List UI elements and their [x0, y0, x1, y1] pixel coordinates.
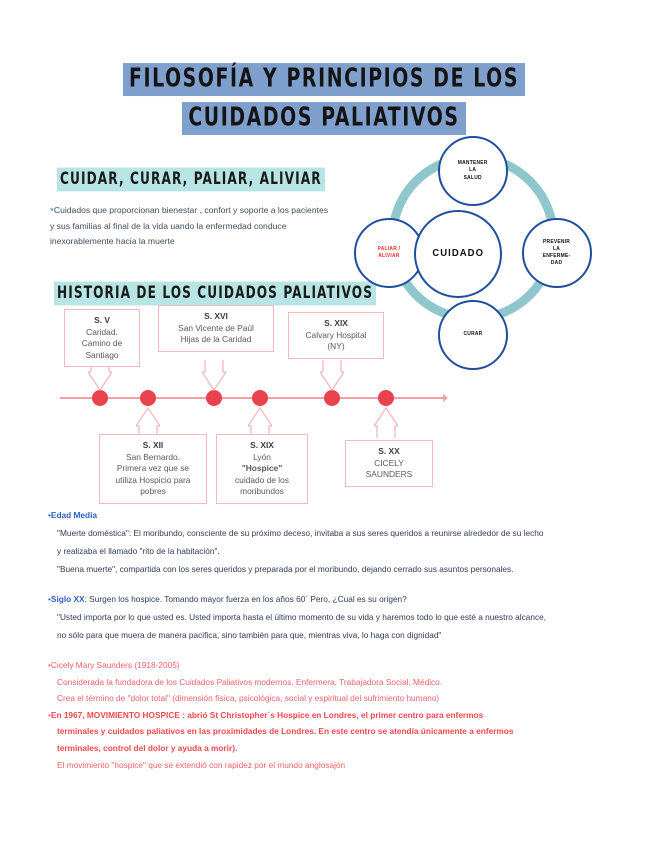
intro-paragraph: •Cuidados que proporcionan bienestar , c… — [50, 203, 330, 250]
title-line-1-text: FILOSOFÍA Y PRINCIPIOS DE LOS — [122, 63, 526, 96]
timeline-box-line: pobres — [140, 486, 166, 497]
note-heading-rest: : Surgen los hospice. Tomando mayor fuer… — [84, 594, 407, 604]
section-heading-cuidar: CUIDAR, CURAR, PALIAR, ALIVIAR — [57, 167, 325, 192]
history-timeline: S. V Caridad. Camino de Santiago S. XVI … — [0, 300, 648, 504]
note-line: no sólo para que muera de manera pacific… — [57, 630, 442, 640]
note-heading: Cicely Mary Saunders (1918-2005) — [50, 660, 180, 670]
timeline-box-line: Santiago — [85, 349, 119, 360]
timeline-connector-up — [374, 406, 398, 438]
note-heading-row: •Edad Media — [48, 506, 608, 524]
node-line: ALIVIAR — [378, 253, 400, 259]
note-footer-line: El movimiento "hospice" que se extendió … — [57, 759, 346, 770]
note-heading-row: •Cicely Mary Saunders (1918-2005) — [48, 657, 608, 674]
section-heading-historia: HISTORIA DE LOS CUIDADOS PALIATIVOS — [54, 281, 377, 306]
node-line: PALIAR / — [377, 245, 401, 252]
diagram-node-paliar-label: PALIAR / ALIVIAR — [378, 246, 401, 260]
timeline-box-header: S. XX — [378, 446, 400, 456]
timeline-dot — [140, 390, 156, 406]
intro-paragraph-text: Cuidados que proporcionan bienestar , co… — [50, 205, 329, 246]
title-line-2-text: CUIDADOS PALIATIVOS — [182, 101, 466, 134]
timeline-box-line: SAUNDERS — [365, 469, 413, 480]
diagram-node-cuidado-label: CUIDADO — [432, 248, 484, 259]
bullet-dot: • — [48, 660, 51, 670]
diagram-node-curar: CURAR — [438, 300, 508, 370]
title-line-2: CUIDADOS PALIATIVOS — [0, 101, 648, 134]
note-heading: Edad Media — [50, 510, 98, 520]
note-line: Crea el término de "dolor total" (dimens… — [57, 693, 440, 704]
timeline-box-line: utiliza Hospicio para — [115, 474, 191, 485]
node-line: LA — [469, 167, 477, 174]
note-line: "Usted importa por lo que usted es. Uste… — [57, 612, 547, 622]
note-heading: Siglo XX — [50, 594, 85, 604]
timeline-box-line: Caridad. — [86, 326, 118, 337]
timeline-box-above: S. XIX Calvary Hospital (NY) — [288, 312, 384, 359]
note-line: Considerada la fundadora de los Cuidados… — [57, 676, 443, 687]
timeline-box-line: Calvary Hospital — [305, 329, 367, 340]
note-block-cicely-saunders: •Cicely Mary Saunders (1918-2005) Consid… — [48, 657, 608, 773]
timeline-dot — [252, 390, 268, 406]
timeline-connector-down — [88, 360, 112, 392]
timeline-box-line: Primera vez que se — [116, 463, 190, 474]
timeline-dot — [206, 390, 222, 406]
timeline-box-below: S. XX CICELY SAUNDERS — [345, 440, 433, 487]
node-line: CURAR — [463, 331, 483, 338]
timeline-box-above: S. V Caridad. Camino de Santiago — [64, 309, 140, 368]
bullet-dot: • — [48, 594, 51, 604]
node-line: ENFERME- — [543, 253, 571, 259]
timeline-box-above: S. XVI San Vicente de Paúl Hijas de la C… — [158, 305, 274, 352]
diagram-node-mantener-la-salud: MANTENER LA SALUD — [438, 136, 508, 206]
timeline-box-line: San Vicente de Paúl — [178, 322, 254, 333]
diagram-node-cuidado: CUIDADO — [414, 210, 502, 298]
timeline-box-header: S. XIX — [250, 440, 274, 450]
timeline-dot — [92, 390, 108, 406]
timeline-box-line: Camino de — [81, 338, 123, 349]
timeline-connector-down — [320, 360, 344, 392]
timeline-box-line: Lyón — [253, 451, 271, 462]
title-line-1: FILOSOFÍA Y PRINCIPIOS DE LOS — [0, 63, 648, 96]
note-block-siglo-xx: •Siglo XX: Surgen los hospice. Tomando m… — [48, 590, 608, 644]
timeline-connector-down — [202, 360, 226, 392]
timeline-box-header: S. XII — [142, 440, 164, 450]
note-heading-row: •Siglo XX: Surgen los hospice. Tomando m… — [48, 590, 608, 608]
note-line: En 1967, MOVIMIENTO HOSPICE : abrió St C… — [50, 709, 484, 720]
note-line: terminales y cuidados paliativos en las … — [57, 726, 514, 737]
timeline-box-header: S. XVI — [204, 311, 228, 321]
timeline-dot — [324, 390, 340, 406]
note-line: y realizaba el llamado "rito de la habit… — [57, 546, 220, 556]
timeline-box-line: (NY) — [327, 341, 345, 352]
timeline-box-header: S. XIX — [324, 318, 348, 328]
note-line: "Muerte doméstica": El moribundo, consci… — [57, 528, 544, 538]
note-heading-row: •En 1967, MOVIMIENTO HOSPICE : abrió St … — [48, 707, 608, 724]
timeline-box-line: "Hospice" — [241, 463, 283, 474]
node-line: LA — [553, 245, 561, 252]
timeline-connector-up — [136, 406, 160, 438]
note-block-edad-media: •Edad Media "Muerte doméstica": El morib… — [48, 506, 608, 578]
diagram-node-mantener-label: MANTENER LA SALUD — [458, 160, 488, 182]
diagram-node-prevenir-la-enfermedad: PREVENIR LA ENFERME- DAD — [522, 218, 592, 288]
page-title: FILOSOFÍA Y PRINCIPIOS DE LOS CUIDADOS P… — [0, 63, 648, 134]
timeline-dot — [378, 390, 394, 406]
node-line: MANTENER — [458, 160, 488, 167]
timeline-box-line: moribundos — [240, 486, 284, 497]
node-line: DAD — [551, 260, 563, 267]
timeline-connector-up — [248, 406, 272, 438]
timeline-box-header: S. V — [94, 315, 110, 325]
note-line: terminales, control del dolor y ayuda a … — [57, 742, 238, 753]
node-line: PREVENIR — [543, 238, 571, 245]
timeline-box-line: San Bernardo. — [125, 451, 180, 462]
timeline-box-line: cuidado de los — [234, 474, 289, 485]
bullet-dot: • — [48, 709, 51, 720]
note-line: "Buena muerte", compartida con los seres… — [57, 564, 514, 574]
timeline-box-line: Hijas de la Caridad — [180, 334, 252, 345]
timeline-box-below: S. XII San Bernardo. Primera vez que se … — [99, 434, 207, 504]
bullet-dot: • — [48, 510, 51, 520]
diagram-node-curar-label: CURAR — [463, 331, 482, 338]
care-circle-diagram: MANTENER LA SALUD PREVENIR LA ENFERME- D… — [354, 136, 598, 370]
diagram-node-prevenir-label: PREVENIR LA ENFERME- DAD — [543, 239, 571, 268]
bullet-dot: • — [50, 204, 54, 216]
timeline-box-line: CICELY — [374, 457, 404, 468]
timeline-box-below: S. XIX Lyón "Hospice" cuidado de los mor… — [216, 434, 308, 504]
timeline-axis-arrow-icon — [443, 394, 448, 402]
node-line: SALUD — [463, 174, 483, 181]
